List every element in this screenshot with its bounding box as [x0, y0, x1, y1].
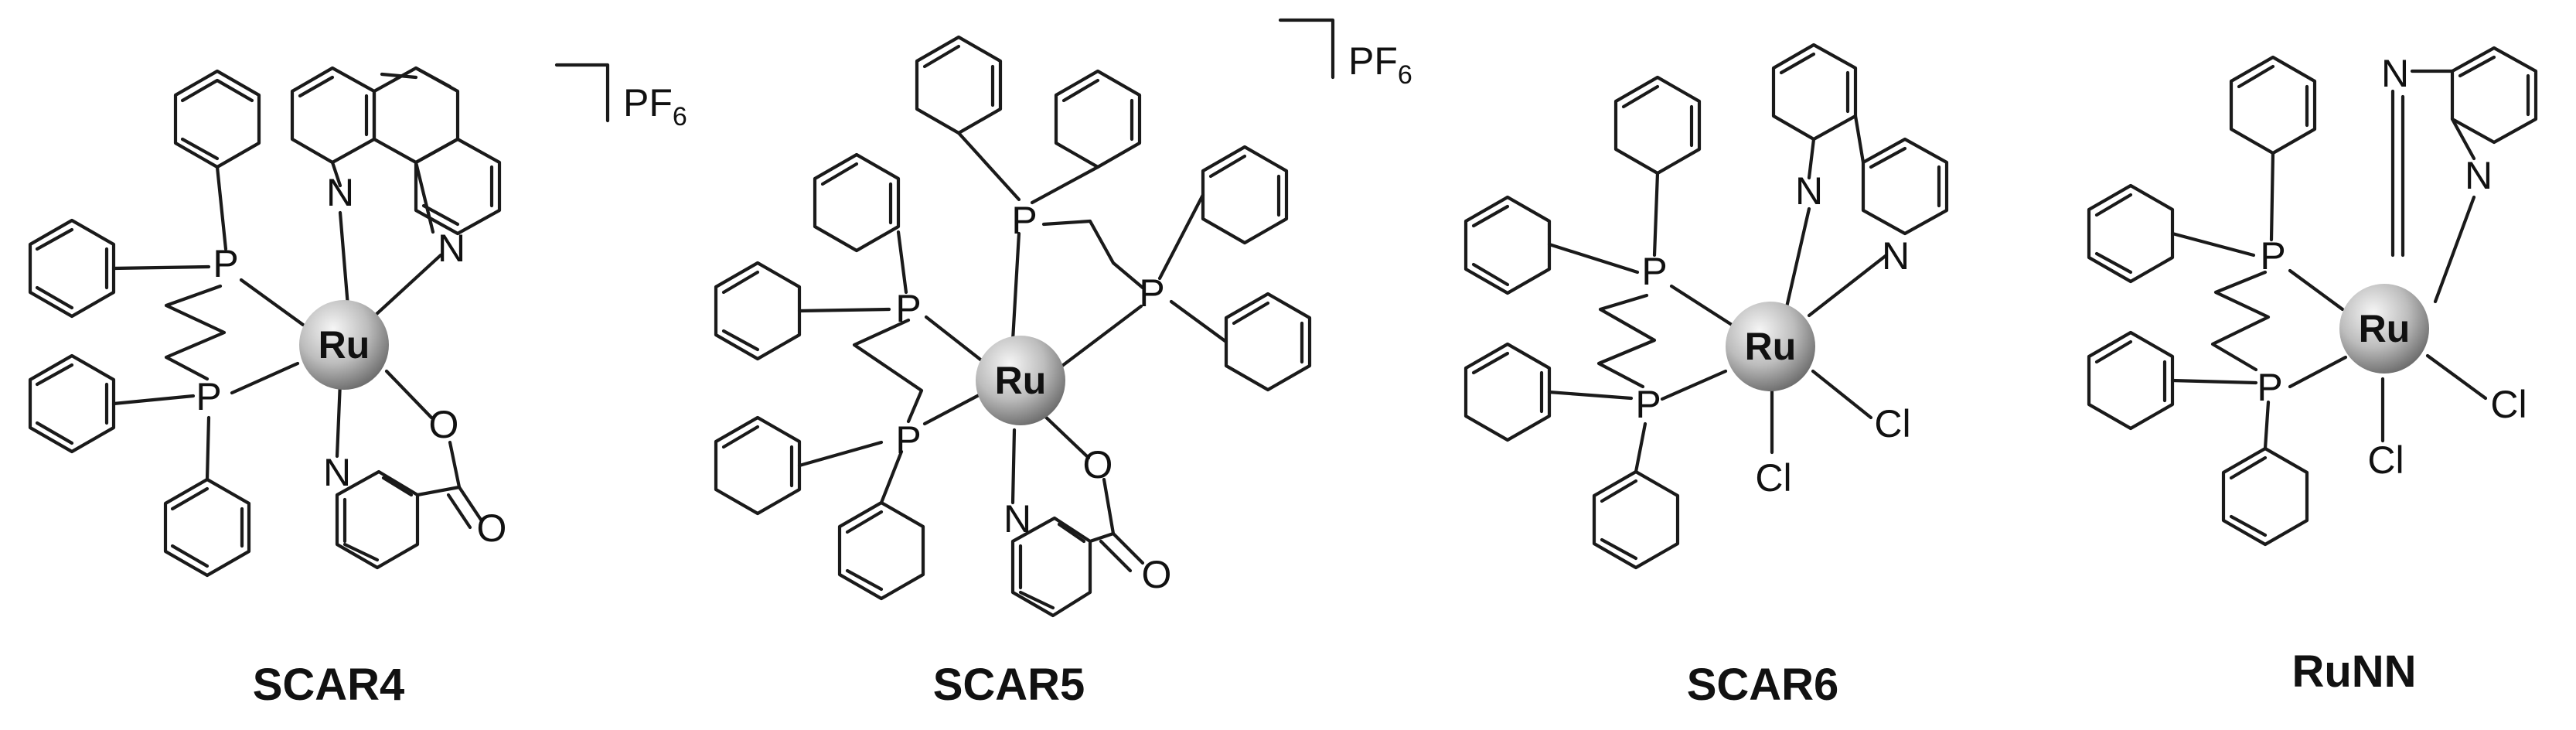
metal-label: Ru — [2359, 307, 2411, 350]
atom-n3: N — [323, 451, 351, 494]
metal-label: Ru — [1745, 325, 1797, 368]
ru-metal-sphere — [2339, 284, 2429, 374]
atom-p2: P — [1635, 383, 1661, 426]
atom-p3: P — [895, 418, 921, 462]
atom-p2: P — [196, 375, 221, 418]
metal-label: Ru — [319, 323, 370, 367]
bonds — [2087, 46, 2538, 547]
compound-name: SCAR6 — [1687, 660, 1839, 710]
atom-n2: N — [438, 227, 465, 270]
structure-runn: Ru P P N N Cl Cl RuNN — [2087, 46, 2538, 697]
atom-p4: P — [1139, 271, 1164, 315]
atom-n1: N — [1795, 169, 1823, 213]
atom-o1: O — [1083, 443, 1113, 486]
atom-p1: P — [2260, 234, 2285, 278]
counterion-label: PF6 — [623, 81, 687, 131]
atom-cl1: Cl — [2490, 383, 2527, 426]
atom-p2: P — [2257, 366, 2282, 409]
ru-metal-sphere — [976, 336, 1065, 425]
atom-n1: N — [326, 171, 354, 214]
structure-scar6: Ru P P N N Cl Cl SCAR6 — [1463, 43, 1949, 710]
bonds — [28, 63, 610, 578]
atom-o2: O — [477, 507, 507, 550]
compound-name: SCAR4 — [253, 660, 405, 710]
compound-name: SCAR5 — [933, 660, 1085, 710]
structure-scar5: Ru P P P P N O O PF6 SCAR5 — [714, 18, 1412, 710]
atom-p1: P — [1641, 250, 1667, 293]
atom-n1: N — [2381, 52, 2409, 95]
atom-cl2: Cl — [1755, 456, 1791, 500]
atom-o1: O — [429, 403, 459, 446]
metal-label: Ru — [995, 359, 1047, 402]
atom-n1: N — [1003, 497, 1031, 541]
ru-metal-sphere — [1726, 302, 1815, 391]
structure-scar4: Ru P P N N N O O PF6 SCAR4 — [28, 63, 687, 710]
ru-metal-sphere — [299, 300, 389, 390]
atom-p1: P — [1011, 199, 1037, 242]
atom-p1: P — [213, 242, 238, 285]
atom-p2: P — [895, 287, 921, 330]
atom-n2: N — [2465, 154, 2493, 197]
counterion-label: PF6 — [1348, 39, 1412, 90]
atom-cl2: Cl — [2367, 438, 2404, 482]
compound-name: RuNN — [2291, 646, 2416, 697]
bonds — [1463, 43, 1949, 570]
atom-cl1: Cl — [1874, 402, 1910, 445]
atom-n2: N — [1882, 234, 1910, 278]
atom-o2: O — [1142, 553, 1172, 596]
bonds — [714, 18, 1335, 618]
